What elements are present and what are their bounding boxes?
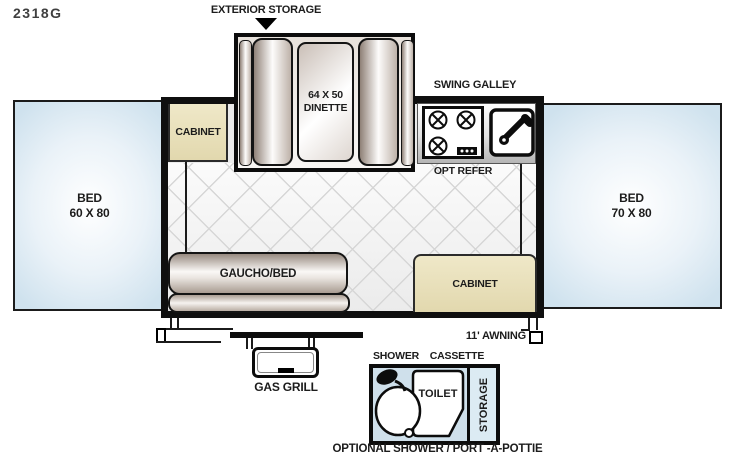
grill-post [246, 338, 248, 349]
gaucho-bed: GAUCHO/BED [168, 252, 348, 295]
step-bar-lower [156, 341, 221, 343]
divider-left [185, 162, 187, 254]
dinette-slideout: 64 X 50 DINETTE [234, 33, 415, 172]
step-bar [163, 328, 233, 330]
grill-mount-bar [230, 332, 363, 338]
cabinet-right: CABINET [413, 254, 537, 312]
shower-basin [374, 385, 422, 437]
gaucho-front-cushion [168, 293, 350, 313]
awning-post [536, 318, 538, 330]
wall-top-left [161, 97, 236, 104]
gas-grill-icon [252, 347, 319, 378]
swing-galley-label: SWING GALLEY [433, 79, 517, 91]
cassette-label: CASSETTE [429, 350, 485, 362]
dinette-bench-left [252, 38, 293, 166]
dinette-cushion-right [401, 40, 414, 166]
bed-left-label: BED 60 X 80 [70, 191, 110, 221]
shower-head-icon [376, 369, 407, 392]
awning-bar [521, 329, 530, 331]
cabinet-left-label: CABINET [175, 126, 221, 138]
awning-label: 11' AWNING [465, 330, 526, 342]
gas-grill-label: GAS GRILL [254, 380, 318, 394]
bed-right: BED 70 X 80 [541, 103, 722, 309]
dinette-bench-right [358, 38, 399, 166]
cabinet-right-label: CABINET [452, 278, 498, 290]
shower-label: SHOWER [372, 350, 420, 362]
dinette-table: 64 X 50 DINETTE [297, 42, 354, 162]
step-post [170, 318, 172, 329]
grill-post [313, 338, 315, 349]
wall-left [161, 97, 168, 318]
bed-right-name: BED [619, 191, 644, 205]
cassette-toilet [411, 369, 465, 438]
bed-right-label: BED 70 X 80 [612, 191, 652, 221]
divider-right [520, 164, 522, 255]
bed-right-size: 70 X 80 [611, 206, 652, 220]
wall-top-right [413, 96, 544, 104]
model-number: 2318G [13, 5, 63, 21]
down-arrow-icon [255, 18, 277, 30]
storage-strip [470, 368, 496, 441]
step-post [177, 318, 179, 329]
dinette-size: 64 X 50 [308, 89, 343, 102]
gas-grill-handle [277, 368, 294, 373]
sink-with-faucet-icon [489, 108, 535, 157]
toilet-label: TOILET [419, 388, 458, 400]
bed-left-name: BED [77, 190, 102, 205]
dinette-cushion-left [239, 40, 252, 166]
dinette-label: 64 X 50 DINETTE [304, 89, 348, 114]
storage-label: STORAGE [478, 378, 490, 432]
shower-cassette-unit: STORAGE TOILET [369, 364, 500, 445]
dinette-name: DINETTE [303, 102, 348, 114]
opt-refer-label: OPT REFER [433, 165, 493, 177]
optional-caption: OPTIONAL SHOWER / PORT -A-POTTIE [332, 443, 543, 455]
awning-post [528, 318, 530, 330]
grill-post [308, 338, 310, 349]
three-burner-cooktop-icon [422, 106, 484, 159]
bed-left-size: 60 X 80 [69, 205, 110, 220]
exterior-storage-label: EXTERIOR STORAGE [210, 4, 322, 16]
awning-bracket [529, 331, 543, 344]
gaucho-bed-label: GAUCHO/BED [219, 267, 297, 280]
cabinet-left: CABINET [168, 104, 228, 162]
grill-post [251, 338, 253, 349]
wall-right [536, 97, 544, 318]
bed-left: BED 60 X 80 [13, 100, 166, 311]
wall-bottom [161, 311, 544, 318]
door-hinge [404, 428, 414, 438]
